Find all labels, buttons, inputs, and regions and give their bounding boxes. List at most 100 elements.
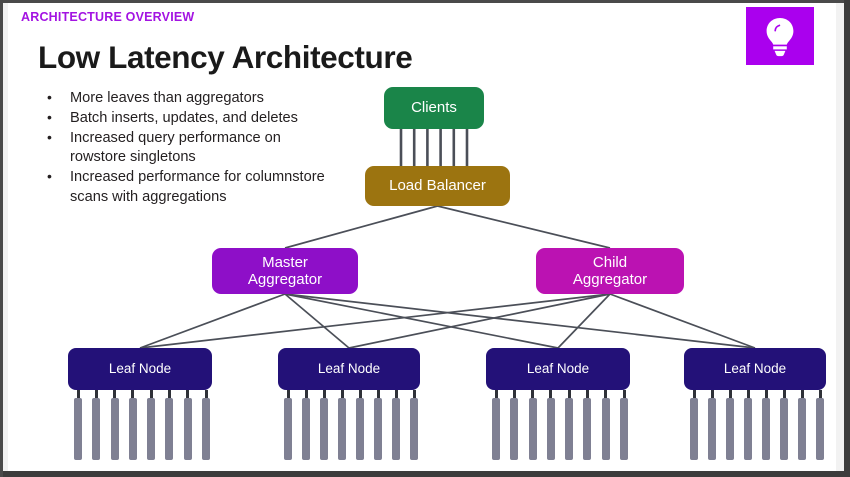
disk-bar [708,398,716,460]
disk-stub [531,390,535,399]
node-label: Leaf Node [723,361,787,377]
node-lb[interactable]: Load Balancer [365,166,510,206]
disk-bar [780,398,788,460]
lightbulb-icon [766,18,794,57]
disk-stub [322,390,326,399]
disk-bar [583,398,592,460]
disk-bar [320,398,328,460]
disk-stub [76,390,80,399]
disk-stub [710,390,714,399]
disk-bar [356,398,364,460]
list-item: Increased performance for columnstore sc… [38,167,338,206]
disk-stub [622,390,626,399]
frame-edge-right [844,0,850,477]
disk-bar [492,398,500,460]
node-leaf2[interactable]: Leaf Node [278,348,420,390]
disk-bar [338,398,346,460]
node-label: Leaf Node [108,361,172,377]
disk-array [686,390,828,460]
disk-stub [746,390,750,399]
node-label: Load Balancer [389,177,486,195]
node-label: Leaf Node [526,361,590,377]
node-master[interactable]: Master Aggregator [212,248,358,294]
disk-stub [286,390,290,399]
disk-stub [149,390,153,399]
disk-bar [74,398,82,460]
disk-stub [692,390,696,399]
node-label: Leaf Node [317,361,381,377]
disk-bar [510,398,519,460]
disk-bar [392,398,400,460]
node-clients[interactable]: Clients [384,87,484,129]
disk-bar [183,398,192,460]
disk-stub [585,390,589,399]
disk-bar [284,398,292,460]
disk-stub [204,390,208,399]
disk-stub [94,390,98,399]
node-leaf1[interactable]: Leaf Node [68,348,212,390]
disk-stub [113,390,117,399]
disk-stub [728,390,732,399]
disk-bar [302,398,310,460]
disk-stub [549,390,553,399]
disk-bar [110,398,119,460]
disk-array [70,390,214,460]
connector-lines [139,128,756,349]
disk-stub [358,390,362,399]
lightbulb-badge [746,7,814,65]
list-item: More leaves than aggregators [38,88,338,108]
disk-stub [131,390,135,399]
disk-stub [764,390,768,399]
disk-bar [744,398,752,460]
frame-edge-left [0,0,3,477]
disk-bar [128,398,137,460]
disk-bar [147,398,156,460]
bullet-list: More leaves than aggregators Batch inser… [38,88,338,208]
disk-array [488,390,632,460]
node-leaf4[interactable]: Leaf Node [684,348,826,390]
disk-bar [92,398,101,460]
disk-stub [186,390,190,399]
disk-stub [340,390,344,399]
node-leaf3[interactable]: Leaf Node [486,348,630,390]
node-child[interactable]: Child Aggregator [536,248,684,294]
eyebrow-label: ARCHITECTURE OVERVIEW [21,10,195,24]
disk-stub [494,390,498,399]
disk-bar [202,398,210,460]
disk-bar [726,398,734,460]
frame-edge-top [0,0,850,3]
disk-bar [601,398,610,460]
disk-bar [165,398,174,460]
list-item: Increased query performance on rowstore … [38,128,338,167]
node-label: Child Aggregator [572,253,648,288]
disk-stub [512,390,516,399]
disk-stub [782,390,786,399]
disk-stub [818,390,822,399]
disk-bar [762,398,770,460]
disk-bar [410,398,418,460]
disk-bar [565,398,574,460]
disk-array [280,390,422,460]
page-title: Low Latency Architecture [38,39,413,75]
node-label: Clients [411,99,457,117]
disk-stub [412,390,416,399]
disk-bar [620,398,628,460]
disk-bar [816,398,824,460]
disk-stub [394,390,398,399]
disk-stub [800,390,804,399]
disk-bar [528,398,537,460]
disk-stub [567,390,571,399]
disk-bar [546,398,555,460]
list-item: Batch inserts, updates, and deletes [38,108,338,128]
disk-stub [304,390,308,399]
slide-canvas: ARCHITECTURE OVERVIEW Low Latency Archit… [8,3,836,471]
disk-stub [604,390,608,399]
disk-bar [798,398,806,460]
disk-bar [690,398,698,460]
disk-stub [376,390,380,399]
frame-edge-bottom [0,471,850,477]
disk-bar [374,398,382,460]
node-label: Master Aggregator [247,253,323,288]
